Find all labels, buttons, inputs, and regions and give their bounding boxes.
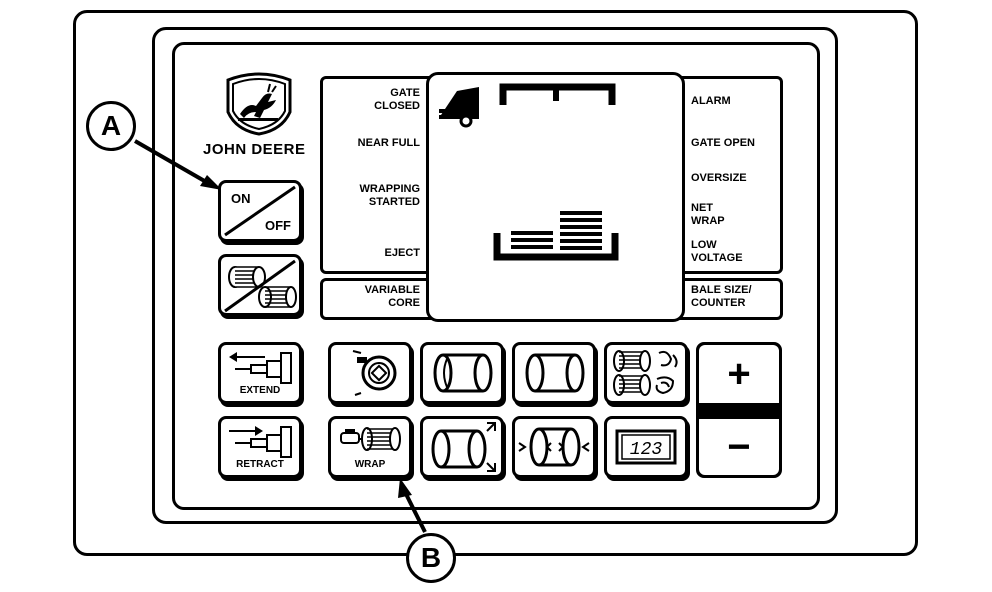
minus-label: − bbox=[727, 425, 751, 469]
rotate-gate-icon bbox=[352, 350, 397, 396]
bale-compress-icon bbox=[518, 427, 590, 467]
oversize-bale-button[interactable] bbox=[420, 416, 504, 478]
callout-b: B bbox=[406, 533, 456, 583]
alarm-label: ALARM bbox=[691, 95, 731, 107]
wrap-mode-button[interactable] bbox=[604, 342, 688, 404]
john-deere-logo-icon bbox=[222, 72, 296, 136]
plus-label: + bbox=[727, 352, 751, 396]
callout-a: A bbox=[86, 101, 136, 151]
extend-arrow-icon bbox=[229, 352, 292, 384]
oversize-label: OVERSIZE bbox=[691, 172, 747, 184]
variable-core-button[interactable] bbox=[218, 254, 302, 316]
retract-button[interactable]: RETRACT bbox=[218, 416, 302, 478]
extend-button[interactable]: EXTEND bbox=[218, 342, 302, 404]
on-label: ON bbox=[231, 191, 251, 206]
variable-core-label: VARIABLE CORE bbox=[364, 284, 420, 309]
wrapping-started-label: WRAPPING STARTED bbox=[359, 183, 421, 208]
retract-label: RETRACT bbox=[236, 459, 284, 470]
gate-rotation-button[interactable] bbox=[328, 342, 412, 404]
bale-size-counter-label: BALE SIZE/ COUNTER bbox=[691, 284, 752, 309]
on-off-divider-icon bbox=[224, 185, 296, 237]
lcd-screen bbox=[426, 72, 685, 322]
net-twine-wrap-icon bbox=[613, 350, 678, 396]
wrap-roll-icon bbox=[340, 427, 401, 451]
brand-name: JOHN DEERE bbox=[203, 141, 306, 158]
bale-roll-button-2[interactable] bbox=[512, 342, 596, 404]
wrap-button[interactable]: WRAP bbox=[328, 416, 412, 478]
net-wrap-label: NET WRAP bbox=[691, 202, 725, 227]
bale-roll-slash-icon bbox=[224, 259, 297, 313]
eject-label: EJECT bbox=[384, 247, 420, 259]
extend-label: EXTEND bbox=[239, 385, 281, 396]
gate-closed-label: GATE CLOSED bbox=[374, 87, 420, 112]
gate-open-label: GATE OPEN bbox=[691, 137, 755, 149]
near-full-label: NEAR FULL bbox=[357, 137, 420, 149]
counter-button[interactable]: 123 bbox=[604, 416, 688, 478]
plus-button[interactable]: + bbox=[699, 345, 779, 403]
bale-roll-button-1[interactable] bbox=[420, 342, 504, 404]
digital-counter-icon: 123 bbox=[615, 429, 677, 465]
bale-oversize-icon bbox=[431, 422, 496, 472]
bale-roll-icon bbox=[433, 353, 493, 393]
minus-button[interactable]: − bbox=[699, 419, 779, 475]
low-voltage-label: LOW VOLTAGE bbox=[691, 239, 743, 264]
bale-roll-end-icon bbox=[525, 353, 585, 393]
on-off-button[interactable]: ON OFF bbox=[218, 180, 302, 242]
wrap-label: WRAP bbox=[354, 459, 386, 470]
retract-arrow-icon bbox=[229, 426, 292, 458]
off-label: OFF bbox=[265, 218, 291, 233]
plus-minus-rocker: + − bbox=[696, 342, 782, 478]
counter-digits: 123 bbox=[630, 440, 663, 460]
bale-compress-button[interactable] bbox=[512, 416, 596, 478]
lcd-graphics bbox=[439, 83, 619, 261]
baler-icon bbox=[439, 87, 479, 128]
